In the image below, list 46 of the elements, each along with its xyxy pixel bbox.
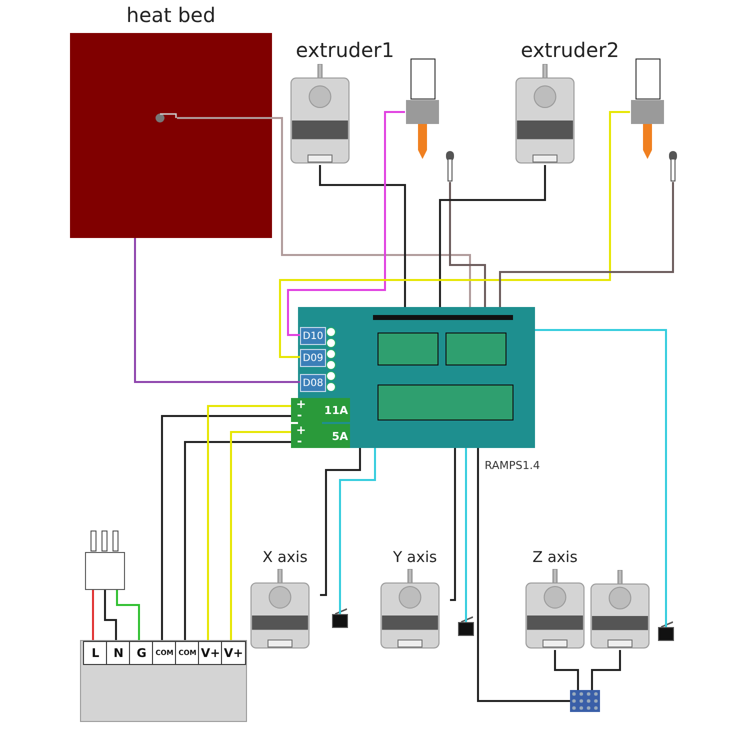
screw-terminal: V+ [221, 641, 246, 665]
wire [499, 182, 674, 307]
wire [134, 238, 300, 383]
wire [104, 590, 117, 640]
wire [465, 448, 467, 622]
wire [439, 165, 546, 307]
component-label: Z axis [531, 548, 579, 566]
wire [92, 590, 94, 640]
thermistor-drawing [155, 112, 177, 124]
polarity-sign: - [297, 409, 302, 421]
wire [177, 117, 471, 307]
board-label: RAMPS1.4 [484, 459, 540, 472]
wire [535, 329, 667, 627]
component-label: Y axis [392, 548, 438, 566]
wire [319, 165, 406, 307]
component-label: X axis [261, 548, 309, 566]
polarity-sign: + [296, 398, 306, 410]
wire [279, 111, 630, 358]
screw-terminal: V+ [198, 641, 223, 665]
connector-label: D10 [300, 327, 326, 345]
wire [449, 182, 486, 307]
hot-end-drawing [630, 58, 665, 160]
component-label: extruder1 [294, 38, 396, 62]
wire [450, 448, 456, 601]
connector-label: D08 [300, 374, 326, 392]
wire [116, 590, 140, 640]
wire [320, 448, 361, 596]
thermistor-probe-drawing [668, 150, 678, 182]
wire [591, 650, 621, 690]
screw-terminal: N [106, 641, 131, 665]
power-supply-box [80, 640, 247, 722]
component-label: extruder2 [520, 38, 620, 62]
wire [339, 448, 376, 614]
polarity-sign: + [296, 424, 306, 436]
wire [477, 448, 570, 702]
wire [554, 650, 579, 690]
pin-header-drawing [570, 690, 600, 712]
screw-terminal: L [83, 641, 108, 665]
polarity-sign: - [297, 435, 302, 447]
screw-terminal: G [129, 641, 154, 665]
connector-label: D09 [300, 349, 326, 367]
component-label: heat bed [125, 3, 217, 27]
stepper-motor-drawing [590, 570, 650, 650]
thermistor-probe-drawing [445, 150, 455, 182]
hot-end-drawing [405, 58, 440, 160]
wire [161, 415, 291, 640]
